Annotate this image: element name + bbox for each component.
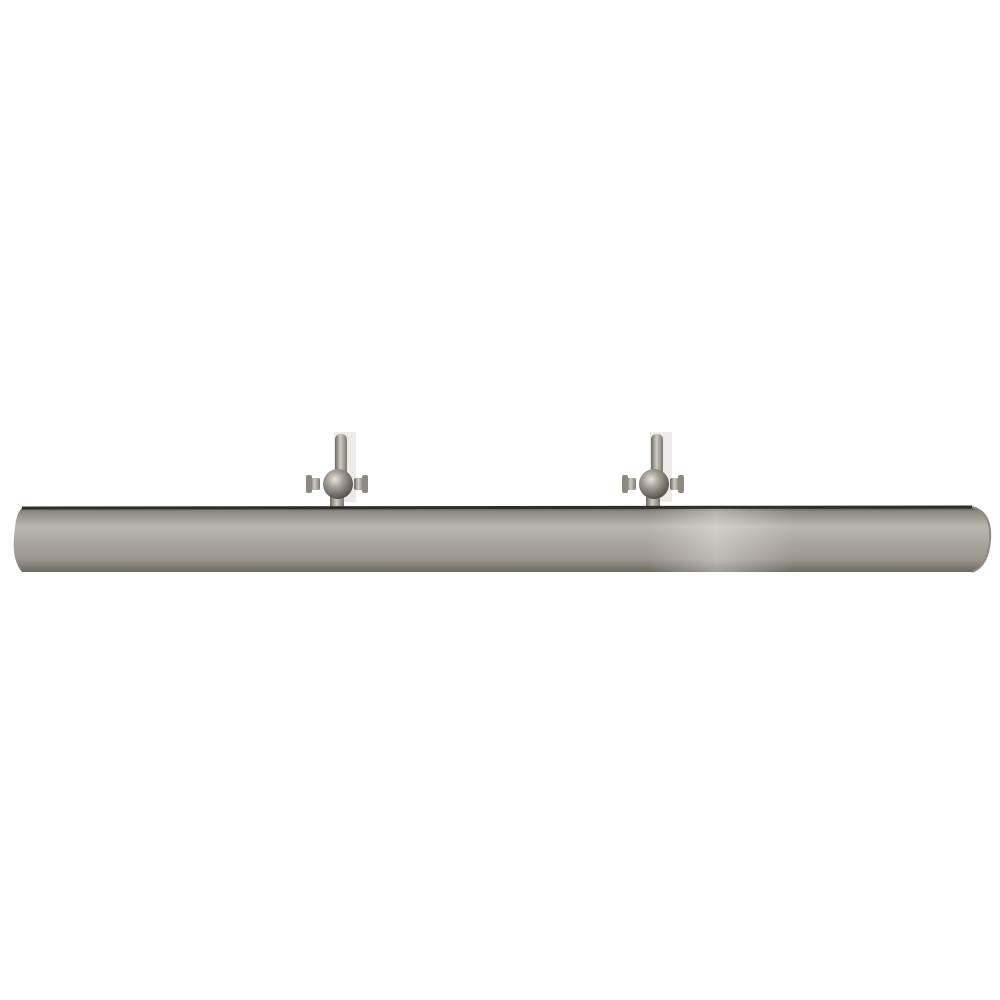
mount-left	[306, 432, 368, 510]
mount-right	[622, 432, 684, 510]
lamp-tube	[13, 505, 992, 573]
